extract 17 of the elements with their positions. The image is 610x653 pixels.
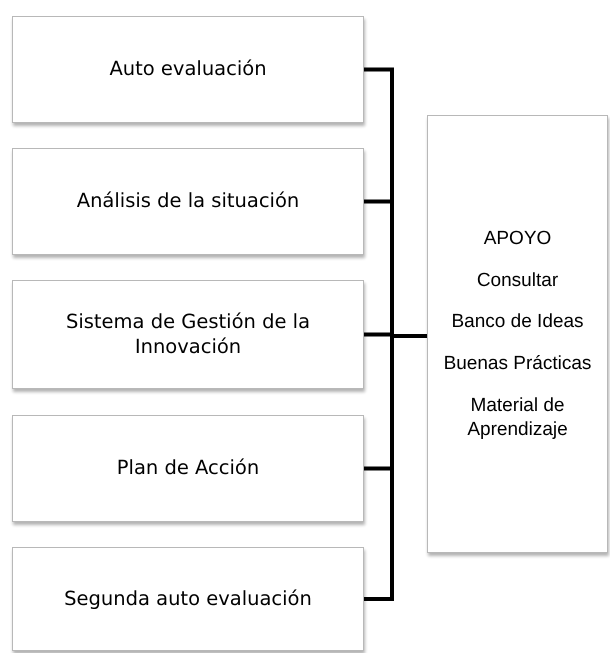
- step-box: [12, 415, 364, 522]
- support-box: [427, 115, 608, 553]
- box-text: Banco de Ideas: [451, 310, 584, 334]
- step-box: [12, 148, 364, 255]
- box-text: Material de Aprendizaje: [466, 394, 569, 442]
- step-box: [12, 16, 364, 123]
- box-text: Sistema de Gestión de la Innovación: [64, 310, 312, 359]
- step-box: [12, 280, 364, 389]
- box-text: Auto evaluación: [109, 57, 267, 82]
- box-heading: APOYO: [484, 226, 552, 250]
- box-text: Buenas Prácticas: [444, 352, 592, 376]
- box-text: Segunda auto evaluación: [64, 586, 312, 612]
- box-text: Análisis de la situación: [76, 189, 300, 214]
- connector-line: [364, 334, 427, 601]
- step-box: [12, 547, 364, 651]
- box-text: Consultar: [476, 268, 558, 292]
- box-text: Plan de Acción: [116, 456, 260, 481]
